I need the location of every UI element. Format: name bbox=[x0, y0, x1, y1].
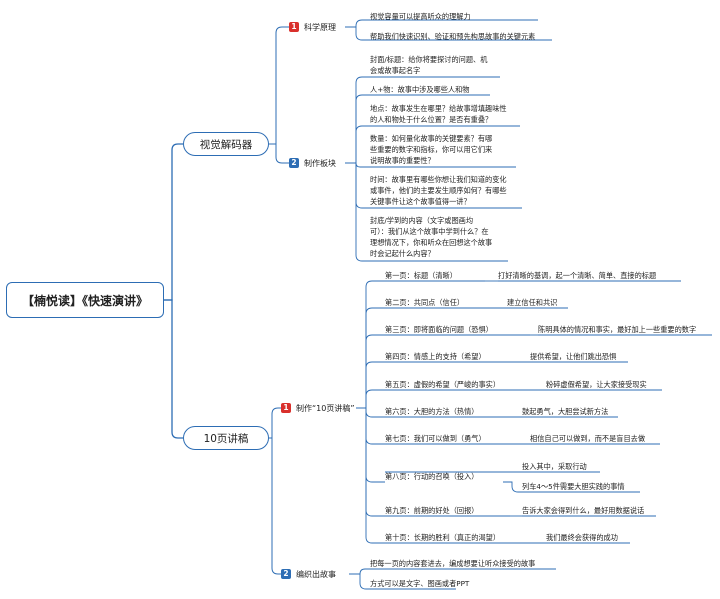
page-detail[interactable]: 建立信任和共识 bbox=[507, 298, 558, 307]
branch-ten-page-deck[interactable]: 10页讲稿 bbox=[183, 426, 269, 450]
leaf-item[interactable]: 把每一页的内容套进去，编成想要让听众接受的故事 bbox=[370, 559, 536, 568]
connector-line bbox=[345, 19, 370, 28]
connector-line bbox=[345, 76, 370, 164]
leaf-item[interactable]: 数量：如何量化故事的关键要素？有哪 些重要的数字和指标，你可以用它们来 说明故事… bbox=[370, 133, 492, 166]
leaf-item[interactable]: 时间：故事里有哪些你想让我们知道的变化 或事件，他们的主要发生顺序如何？有哪些 … bbox=[370, 174, 507, 207]
leaf-item[interactable]: 视觉容量可以提高听众的理解力 bbox=[370, 12, 471, 21]
connector-line bbox=[345, 26, 370, 41]
page-item[interactable]: 第四页：情感上的支持（希望） bbox=[385, 352, 486, 361]
subtopic-weave-story[interactable]: 2 编织出故事 bbox=[281, 567, 336, 581]
subtopic-label: 制作板块 bbox=[304, 158, 336, 168]
connector-line bbox=[345, 125, 370, 164]
leaf-line: 时会记起什么内容？ bbox=[370, 249, 435, 258]
connector-line bbox=[356, 307, 385, 409]
connector-line bbox=[356, 407, 385, 445]
page-item[interactable]: 第六页：大胆的方法（热情） bbox=[385, 407, 479, 416]
connector-line bbox=[345, 162, 370, 262]
connector-line bbox=[356, 407, 385, 517]
connector-line bbox=[164, 143, 183, 301]
priority-1-icon: 1 bbox=[289, 22, 299, 32]
page-detail[interactable]: 打好清晰的基调，起一个清晰、简单、直接的标题 bbox=[498, 271, 657, 280]
leaf-line: 或事件，他们的主要发生顺序如何？有哪些 bbox=[370, 186, 507, 195]
connector-line bbox=[269, 407, 281, 439]
page-detail[interactable]: 列车4～5件需要大胆实践的事情 bbox=[522, 482, 625, 491]
root-topic[interactable]: 【楠悦读】《快速演讲》 bbox=[6, 282, 164, 318]
leaf-line: 封面/标题：给你将要探讨的问题、机 bbox=[370, 55, 488, 64]
leaf-line: 关键事件让这个故事值得一讲？ bbox=[370, 197, 471, 206]
page-detail[interactable]: 陈明具体的情况和事实，最好加上一些重要的数字 bbox=[538, 325, 697, 334]
connector-line bbox=[356, 407, 385, 544]
page-item[interactable]: 第五页：虚假的希望（严峻的事实） bbox=[385, 380, 501, 389]
leaf-line: 可）：我们从这个故事中学到什么？在 bbox=[370, 227, 489, 236]
page-detail[interactable]: 鼓起勇气，大胆尝试新方法 bbox=[522, 407, 609, 416]
connector-line bbox=[345, 162, 370, 209]
connector-line bbox=[356, 407, 385, 483]
page-detail[interactable]: 投入其中，采取行动 bbox=[522, 462, 587, 471]
leaf-line: 的人和物处于什么位置？是否有重叠？ bbox=[370, 115, 493, 124]
leaf-line: 数量：如何量化故事的关键要素？有哪 bbox=[370, 134, 493, 143]
connector-line bbox=[356, 361, 385, 409]
page-item[interactable]: 第三页：即将面临的问题（恐惧） bbox=[385, 325, 493, 334]
leaf-item[interactable]: 帮助我们快速识别、验证和预先构思故事的关键元素 bbox=[370, 32, 536, 41]
subtopic-label: 科学原理 bbox=[304, 22, 336, 32]
connector-line bbox=[349, 573, 370, 590]
leaf-line: 会或故事起名字 bbox=[370, 66, 421, 75]
connector-line bbox=[345, 162, 370, 168]
leaf-item[interactable]: 封面/标题：给你将要探讨的问题、机 会或故事起名字 bbox=[370, 54, 487, 76]
connector-line bbox=[349, 568, 370, 575]
leaf-line: 些重要的数字和指标，你可以用它们来 bbox=[370, 145, 493, 154]
page-item[interactable]: 第九页：前期的好处（回报） bbox=[385, 506, 479, 515]
subtopic-production-blocks[interactable]: 2 制作板块 bbox=[289, 156, 336, 170]
connector-line bbox=[356, 389, 385, 409]
subtopic-label: 制作“10页讲稿” bbox=[296, 403, 355, 413]
leaf-line: 理想情况下，你和听众在回想这个故事 bbox=[370, 238, 493, 247]
page-item[interactable]: 第十页：长期的胜利（真正的渴望） bbox=[385, 533, 501, 542]
leaf-item[interactable]: 人+物：故事中涉及哪些人和物 bbox=[370, 84, 469, 95]
leaf-line: 地点：故事发生在哪里？给故事增填趣味性 bbox=[370, 104, 507, 113]
page-item[interactable]: 第八页：行动的召唤（投入） bbox=[385, 472, 479, 481]
connector-line bbox=[356, 280, 385, 409]
leaf-item[interactable]: 地点：故事发生在哪里？给故事增填趣味性 的人和物处于什么位置？是否有重叠？ bbox=[370, 103, 507, 125]
connector-line bbox=[345, 94, 370, 164]
page-item[interactable]: 第一页：标题（清晰） bbox=[385, 271, 457, 280]
page-item[interactable]: 第二页：共同点（信任） bbox=[385, 298, 465, 307]
leaf-line: 说明故事的重要性？ bbox=[370, 156, 435, 165]
leaf-item[interactable]: 方式可以是文字、图画或者PPT bbox=[370, 579, 470, 588]
leaf-line: 时间：故事里有哪些你想让我们知道的变化 bbox=[370, 175, 507, 184]
subtopic-label: 编织出故事 bbox=[296, 569, 336, 579]
priority-2-icon: 2 bbox=[281, 569, 291, 579]
page-detail[interactable]: 相信自己可以做到，而不是盲目去做 bbox=[530, 434, 646, 443]
page-item[interactable]: 第七页：我们可以做到（勇气） bbox=[385, 434, 486, 443]
leaf-line: 人+物：故事中涉及哪些人和物 bbox=[370, 85, 470, 94]
page-detail[interactable]: 我们最终会获得的成功 bbox=[546, 533, 618, 542]
connector-line bbox=[356, 334, 385, 409]
connector-line bbox=[269, 437, 281, 575]
connector-line bbox=[269, 26, 289, 145]
priority-1-icon: 1 bbox=[281, 403, 291, 413]
page-detail[interactable]: 粉碎虚假希望，让大家接受现实 bbox=[546, 380, 647, 389]
connector-line bbox=[269, 143, 289, 164]
leaf-item[interactable]: 封底/学到的内容（文字或图画均 可）：我们从这个故事中学到什么？在 理想情况下，… bbox=[370, 215, 492, 259]
subtopic-science-principle[interactable]: 1 科学原理 bbox=[289, 20, 336, 34]
leaf-line: 封底/学到的内容（文字或图画均 bbox=[370, 216, 474, 225]
subtopic-make-ten-pages[interactable]: 1 制作“10页讲稿” bbox=[281, 401, 354, 415]
connector-line bbox=[503, 481, 522, 493]
page-detail[interactable]: 提供希望，让他们跳出恐惧 bbox=[530, 352, 617, 361]
connector-line bbox=[164, 299, 183, 439]
branch-visual-decoder[interactable]: 视觉解码器 bbox=[183, 132, 269, 156]
connector-line bbox=[356, 407, 385, 418]
priority-2-icon: 2 bbox=[289, 158, 299, 168]
page-detail[interactable]: 告诉大家会得到什么，最好用数据说话 bbox=[522, 506, 645, 515]
